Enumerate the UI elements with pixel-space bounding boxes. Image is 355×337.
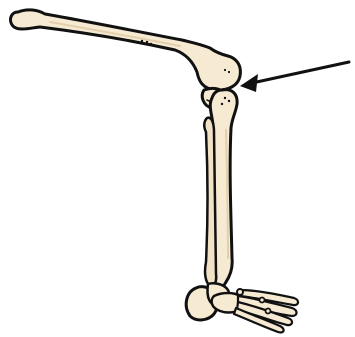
foot (186, 283, 298, 332)
femur-dot (228, 71, 230, 73)
toe-joint (266, 309, 271, 314)
fibula (204, 118, 216, 287)
toe-joint (260, 298, 265, 303)
tibia-dot (221, 103, 223, 105)
tibia-dot (224, 97, 226, 99)
toe-joint (237, 289, 243, 295)
arrow-head (240, 74, 258, 92)
arrow-shaft (252, 62, 349, 83)
femur (11, 10, 241, 90)
femur-dot (146, 41, 148, 43)
femur-bone (11, 10, 241, 90)
femur-dot (150, 43, 152, 45)
tibia-dot (228, 100, 230, 102)
fibula-bone (204, 118, 216, 287)
pointer-arrow (240, 62, 349, 92)
femur-dot (224, 69, 226, 71)
femur-dot (141, 40, 143, 42)
